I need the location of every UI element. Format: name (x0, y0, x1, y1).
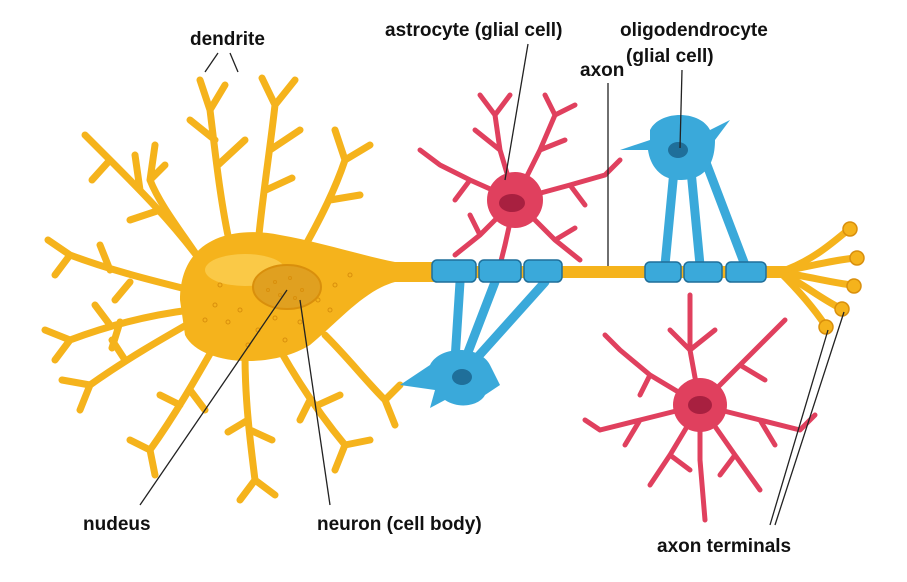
myelin-sheaths-right (644, 261, 767, 283)
label-astrocyte: astrocyte (glial cell) (385, 20, 562, 41)
label-oligodendrocyte: oligodendrocyte (620, 20, 768, 41)
neuron (41, 74, 865, 504)
label-cell-body: neuron (cell body) (317, 514, 482, 535)
label-dendrite: dendrite (190, 29, 265, 50)
nucleus-texture (266, 276, 304, 300)
label-axon-terminals: axon terminals (657, 536, 791, 557)
astrocyte-top (417, 92, 623, 268)
label-nucleus: nudeus (83, 514, 151, 535)
astrocyte-bottom (582, 292, 818, 523)
leader-lines (139, 43, 845, 526)
label-axon: axon (580, 60, 624, 81)
oligodendrocyte-top (620, 115, 767, 283)
nucleus (252, 264, 322, 310)
label-oligodendrocyte-glial: (glial cell) (626, 46, 714, 67)
dendrites (41, 74, 404, 504)
oligodendrocyte-bottom (400, 259, 563, 408)
myelin-sheaths-left (431, 259, 563, 283)
axon-terminal-knobs (818, 221, 865, 335)
